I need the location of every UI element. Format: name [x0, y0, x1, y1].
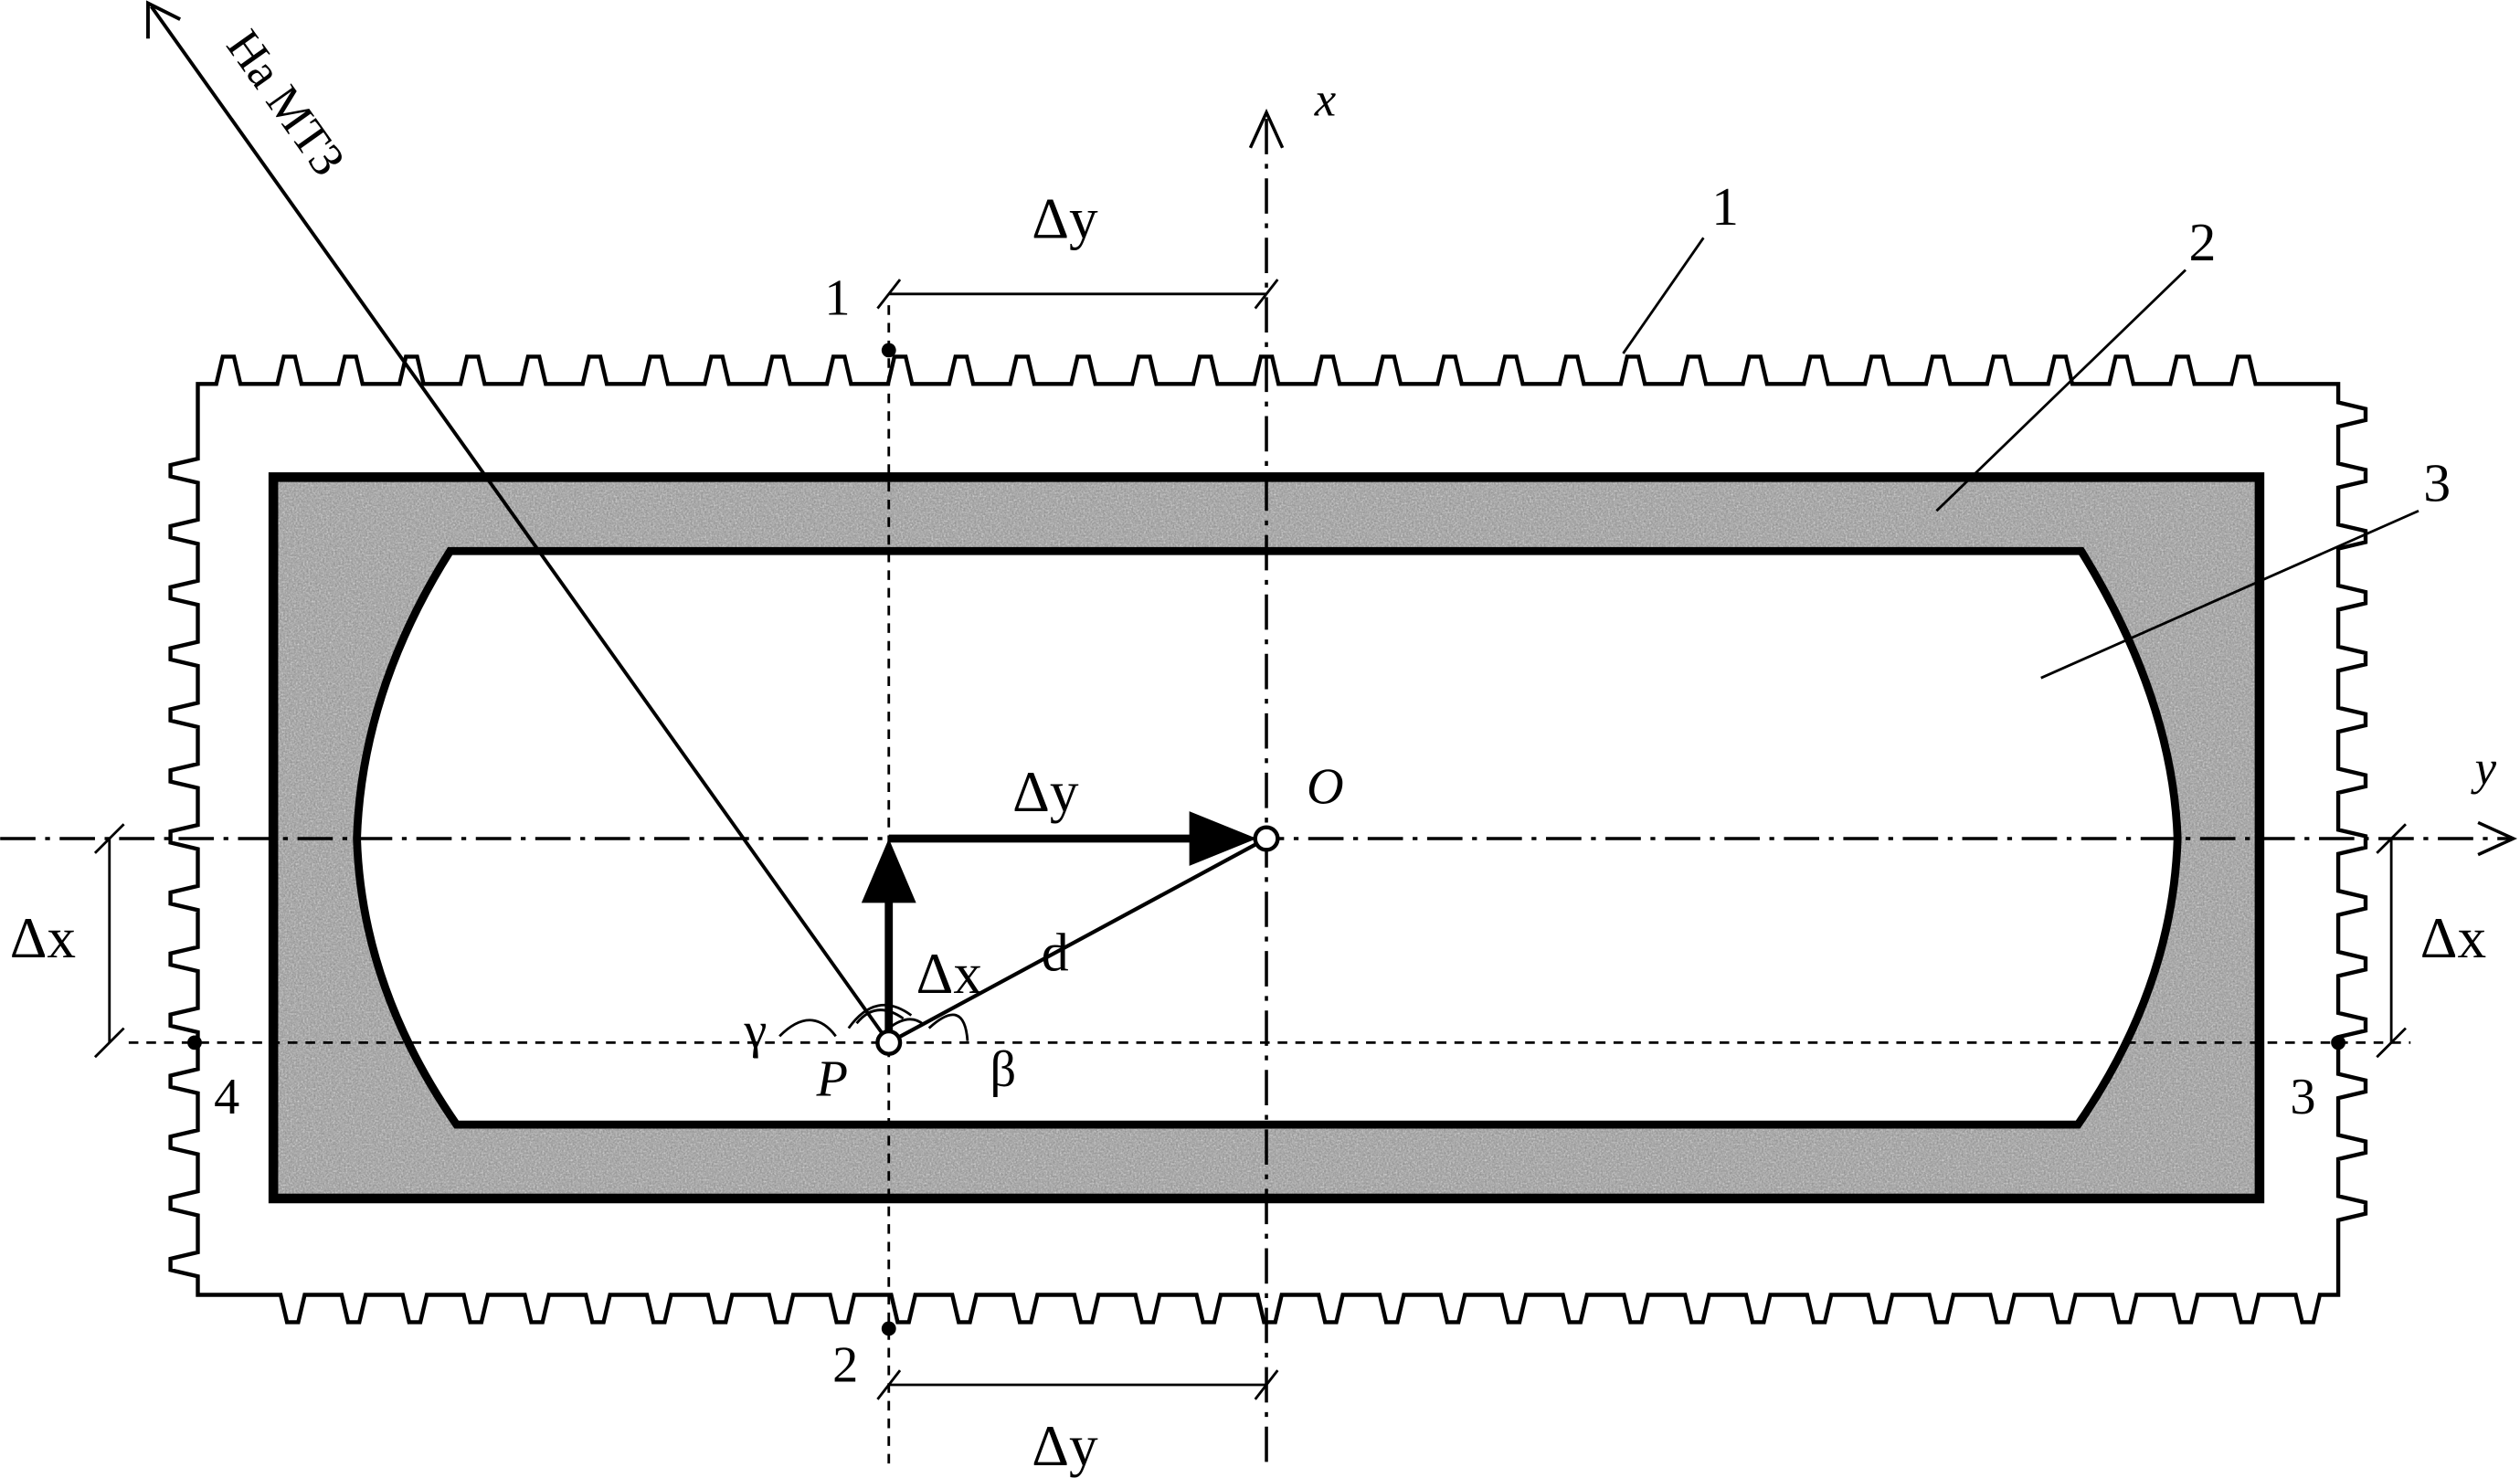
- right-delta-x-dimension: [2376, 823, 2407, 1059]
- angle-arcs: [778, 1003, 969, 1041]
- y-axis-label: y: [2471, 742, 2497, 795]
- center-delta-x-label: Δx: [916, 942, 982, 1006]
- top-delta-y-dimension: [876, 279, 1279, 310]
- callout-2-leader: [1935, 269, 2186, 512]
- bottom-delta-y-dimension: [876, 1369, 1279, 1400]
- point-2-dot: [881, 1321, 896, 1336]
- gamma-label: γ: [743, 1003, 767, 1060]
- x-axis-arrowhead: [1248, 108, 1285, 149]
- point-p-label: P: [816, 1050, 848, 1107]
- direction-label: На МТЗ: [217, 21, 355, 186]
- x-axis-label: x: [1314, 74, 1337, 127]
- delta-x-arrowhead: [861, 839, 916, 903]
- left-delta-x-dimension: [93, 823, 125, 1059]
- callout-3-leader: [2040, 509, 2419, 680]
- distance-label: d: [1042, 922, 1069, 982]
- point-1-dot: [881, 343, 896, 358]
- callout-2-label: 2: [2189, 212, 2217, 272]
- origin-marker: [1253, 825, 1280, 852]
- point-2-label: 2: [832, 1336, 858, 1393]
- point-4-dot: [187, 1035, 202, 1050]
- center-delta-y-label: Δy: [1012, 760, 1079, 824]
- origin-label: O: [1307, 758, 1344, 815]
- left-delta-x-label: Δx: [10, 906, 76, 970]
- y-axis-arrowhead: [2477, 820, 2518, 857]
- point-3-dot: [2331, 1035, 2345, 1050]
- distance-line: [887, 837, 1268, 1045]
- point-3-label: 3: [2290, 1069, 2315, 1125]
- callout-1-leader: [1622, 237, 1705, 354]
- point-p-marker: [875, 1029, 903, 1056]
- direction-line: [149, 5, 891, 1044]
- point-1-label: 1: [824, 270, 850, 327]
- top-delta-y-label: Δy: [1032, 186, 1098, 250]
- bottom-delta-y-label: Δy: [1032, 1414, 1098, 1478]
- delta-y-arrowhead: [1189, 811, 1257, 866]
- beta-label: β: [990, 1041, 1017, 1098]
- right-delta-x-label: Δx: [2420, 906, 2486, 970]
- direction-arrowhead: [146, 0, 182, 39]
- outer-serrated-contour: [168, 354, 2368, 1325]
- point-4-label: 4: [214, 1069, 239, 1125]
- callout-1-label: 1: [1711, 176, 1739, 237]
- callout-3-label: 3: [2423, 453, 2451, 513]
